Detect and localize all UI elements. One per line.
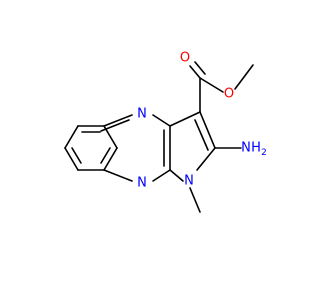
n-methyl-bond <box>189 187 201 213</box>
double-bond <box>100 119 130 132</box>
bond <box>169 169 184 182</box>
carbonyl-double-bond <box>194 61 206 75</box>
bond <box>64 125 79 149</box>
pyrrole-ring <box>169 111 216 182</box>
amine-nitrogen-label: N <box>241 141 251 156</box>
amine-hydrogen-label: H <box>251 141 261 156</box>
bond <box>152 169 171 182</box>
ester-oxygen-label: O <box>224 87 234 102</box>
pyrrole-nitrogen-label: N <box>184 174 194 189</box>
ring-nitrogen-top-label: N <box>137 107 147 122</box>
carbonyl-oxygen-label: O <box>180 51 190 66</box>
pyrazine-ring <box>100 114 171 182</box>
bond <box>152 114 171 127</box>
methyl-ester-group <box>189 61 254 113</box>
bond <box>199 111 216 149</box>
amine-hydrogen-count-label: 2 <box>261 148 267 158</box>
bond <box>234 64 254 90</box>
bond <box>103 147 118 171</box>
background <box>0 0 300 300</box>
bond <box>199 77 224 93</box>
double-bond-inner <box>100 147 111 164</box>
ring-nitrogen-bottom-label: N <box>137 176 147 191</box>
bond <box>103 169 133 182</box>
bond <box>169 111 201 127</box>
double-bond-inner <box>194 119 209 151</box>
bond <box>103 114 133 127</box>
bond <box>196 147 216 171</box>
molecule-canvas: N N N O O N H 2 <box>0 0 300 300</box>
double-bond-inner <box>71 147 82 164</box>
molecule-structure: N N N O O N H 2 <box>0 0 300 300</box>
carbonyl-double-bond <box>189 65 201 79</box>
bond <box>64 147 79 171</box>
